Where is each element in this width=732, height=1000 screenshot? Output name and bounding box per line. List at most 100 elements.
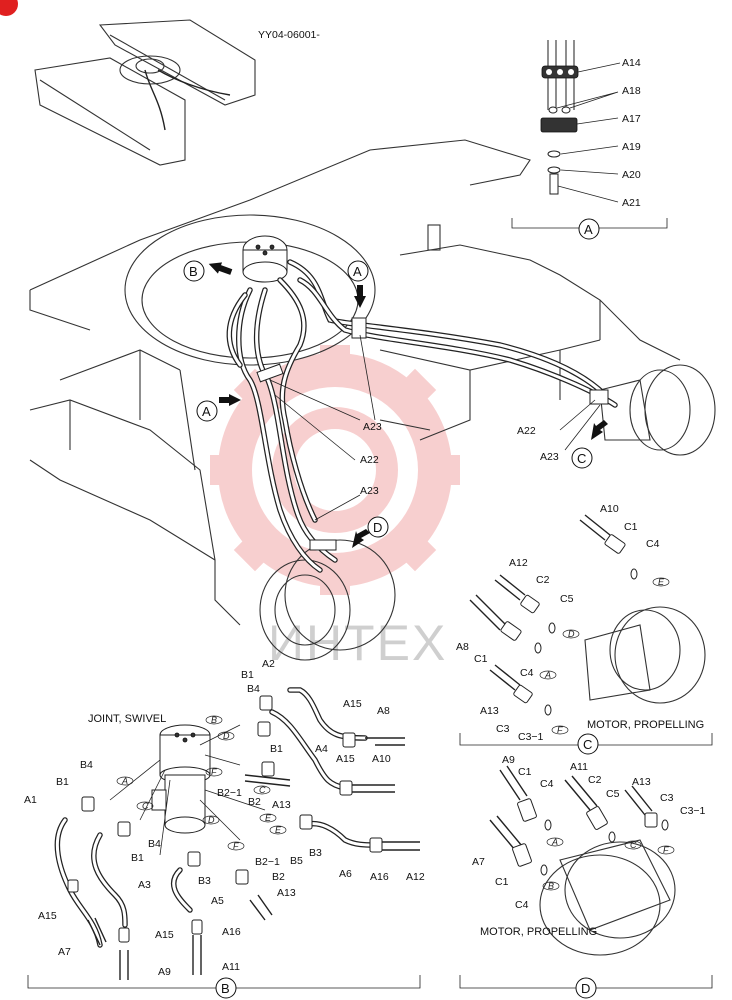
svg-text:F: F	[557, 725, 563, 735]
c-label-c1-mid: C1	[474, 653, 488, 665]
svg-text:D: D	[223, 731, 230, 741]
main-assembly-view	[29, 19, 716, 661]
detail-a-bubble: A	[578, 218, 600, 240]
detail-b-swivel-joint	[27, 687, 421, 989]
label-a15-mid: A15	[336, 753, 355, 765]
d-label-c1-top: C1	[518, 766, 532, 778]
detail-a-label-a20: A20	[622, 169, 641, 181]
detail-d-bubble: D	[575, 977, 597, 999]
svg-text:C: C	[577, 451, 586, 466]
d-label-c4-top: C4	[540, 778, 554, 790]
svg-text:E: E	[265, 813, 272, 823]
label-b1-top: B1	[241, 669, 254, 681]
detail-d-title: MOTOR, PROPELLING	[480, 926, 597, 938]
d-label-c3-1: C3−1	[680, 805, 706, 817]
svg-text:B: B	[221, 981, 230, 996]
label-b1-left: B1	[56, 776, 69, 788]
detail-c-labels: A10 C1 C4 A12 C2 C5 A8 C1 C4 A13 C3 C3−1	[456, 503, 660, 743]
label-a2: A2	[262, 658, 275, 670]
label-b4-left: B4	[80, 759, 93, 771]
detail-a-label-a19: A19	[622, 141, 641, 153]
label-a9: A9	[158, 966, 171, 978]
d-label-c4-low: C4	[515, 899, 529, 911]
svg-text:D: D	[373, 520, 382, 535]
svg-text:E: E	[658, 577, 665, 587]
watermark-text: ИНТЕХ	[268, 615, 447, 671]
svg-text:C: C	[259, 785, 266, 795]
svg-text:F: F	[233, 841, 239, 851]
svg-text:D: D	[581, 981, 590, 996]
svg-text:B: B	[189, 264, 198, 279]
d-label-a13: A13	[632, 776, 651, 788]
label-a15-top: A15	[343, 698, 362, 710]
corner-badge	[0, 0, 18, 16]
label-a5: A5	[211, 895, 224, 907]
label-b3-low: B3	[198, 875, 211, 887]
label-a22-right: A22	[517, 425, 536, 437]
label-b4-mid: B4	[148, 838, 161, 850]
svg-text:C: C	[583, 737, 592, 752]
d-label-a11: A11	[570, 761, 588, 773]
c-label-c2: C2	[536, 574, 550, 586]
detail-b-bubble: B	[215, 977, 237, 999]
svg-text:A: A	[551, 837, 558, 847]
view-bubble-c: C	[571, 447, 593, 469]
d-label-c5: C5	[606, 788, 620, 800]
label-b2-low: B2	[272, 871, 285, 883]
c-label-c3: C3	[496, 723, 510, 735]
label-a23-upper: A23	[363, 421, 382, 433]
svg-text:A: A	[353, 264, 362, 279]
svg-text:A: A	[202, 404, 211, 419]
view-bubble-d: D	[367, 516, 389, 538]
detail-c-title: MOTOR, PROPELLING	[587, 719, 704, 731]
label-b3-mid: B3	[309, 847, 322, 859]
c-label-a10: A10	[600, 503, 619, 515]
svg-text:D: D	[208, 815, 215, 825]
label-b2-1-low: B2−1	[255, 856, 280, 868]
svg-text:C: C	[142, 801, 149, 811]
detail-d-callouts: A C F B	[542, 837, 675, 891]
label-a8: A8	[377, 705, 390, 717]
label-a12: A12	[406, 871, 425, 883]
detail-c-bubble: C	[577, 733, 599, 755]
detail-a-label-a17: A17	[622, 113, 641, 125]
label-b2-top: B2	[248, 796, 261, 808]
c-label-c1-top: C1	[624, 521, 638, 533]
detail-b-labels: B4 B1 A2 A15 A8 B1 A4 A15 A10 B4 B1 A1 B…	[24, 658, 425, 978]
detail-b-callouts: A B C D E F C D E F	[116, 715, 287, 851]
svg-text:A: A	[584, 222, 593, 237]
d-label-a9: A9	[502, 754, 515, 766]
label-a7: A7	[58, 946, 71, 958]
hose-bundle	[226, 259, 618, 573]
label-a16-right: A16	[370, 871, 389, 883]
label-a1: A1	[24, 794, 37, 806]
svg-text:E: E	[275, 825, 282, 835]
label-a22-middle: A22	[360, 454, 379, 466]
label-b1-mid: B1	[131, 852, 144, 864]
detail-a-label-a18: A18	[622, 85, 641, 97]
c-label-c3-1: C3−1	[518, 731, 544, 743]
intex-logo-watermark	[210, 345, 460, 595]
label-a6: A6	[339, 868, 352, 880]
svg-text:C: C	[630, 840, 637, 850]
detail-a-clamp-assembly	[511, 40, 668, 229]
svg-text:B: B	[548, 881, 554, 891]
view-bubble-b: B	[183, 260, 205, 282]
label-b5-mid: B5	[290, 855, 303, 867]
svg-text:F: F	[663, 845, 669, 855]
label-b1-second: B1	[270, 743, 283, 755]
label-a13-top: A13	[272, 799, 291, 811]
svg-text:F: F	[211, 767, 217, 777]
label-a3: A3	[138, 879, 151, 891]
label-a16-low: A16	[222, 926, 241, 938]
label-a10: A10	[372, 753, 391, 765]
label-a11: A11	[222, 961, 240, 973]
c-label-c4-top: C4	[646, 538, 660, 550]
svg-text:B: B	[211, 715, 217, 725]
view-bubble-a-top: A	[347, 260, 369, 282]
c-label-c4-mid: C4	[520, 667, 534, 679]
detail-d-motor-connections	[459, 765, 713, 989]
svg-text:A: A	[544, 670, 551, 680]
d-label-c2: C2	[588, 774, 602, 786]
